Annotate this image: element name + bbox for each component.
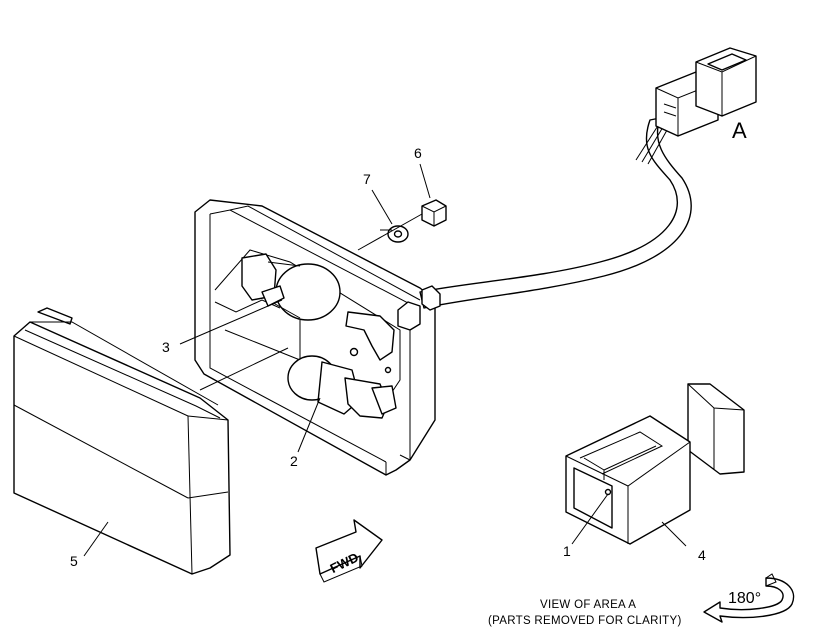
view-caption-line-2: (PARTS REMOVED FOR CLARITY) bbox=[488, 615, 682, 627]
forward-direction-arrow: FWD bbox=[315, 519, 383, 583]
bulb-socket-clip bbox=[345, 311, 395, 361]
callout-4: 4 bbox=[698, 547, 706, 563]
callout-1: 1 bbox=[563, 543, 571, 559]
rotation-arrow-icon bbox=[703, 573, 795, 623]
callout-5: 5 bbox=[70, 553, 78, 569]
callout-3: 3 bbox=[162, 339, 170, 355]
leader-lines bbox=[83, 163, 687, 557]
connector-part-4 bbox=[565, 383, 745, 545]
wire-harness bbox=[419, 109, 692, 311]
harness-connector-area-a bbox=[655, 47, 757, 137]
stud-axis-line bbox=[357, 213, 423, 251]
callout-6: 6 bbox=[414, 145, 422, 161]
nut-part-6 bbox=[421, 199, 447, 227]
upper-bulb-part-3 bbox=[241, 253, 341, 321]
washer-part-7 bbox=[387, 225, 409, 243]
rotation-label: 180° bbox=[728, 590, 761, 607]
lens-part-5 bbox=[13, 307, 231, 575]
lower-bulb-part-2 bbox=[287, 355, 397, 419]
callout-2: 2 bbox=[290, 453, 298, 469]
view-caption-line-1: VIEW OF AREA A bbox=[540, 599, 636, 611]
callout-7: 7 bbox=[363, 171, 371, 187]
area-a-label: A bbox=[732, 118, 747, 143]
